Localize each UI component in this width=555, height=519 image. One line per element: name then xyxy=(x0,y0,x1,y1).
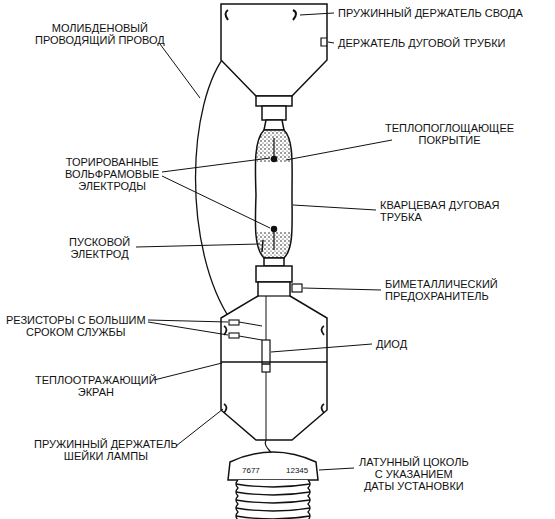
upper-seal xyxy=(262,106,286,120)
leader-line xyxy=(300,13,334,15)
resistor-symbol xyxy=(229,333,239,338)
upper-clamp xyxy=(256,96,292,106)
electrode-tip xyxy=(272,227,277,232)
leader-line xyxy=(160,44,200,98)
leader-line xyxy=(154,363,222,380)
resistor-symbol xyxy=(229,320,239,325)
leader-line xyxy=(319,468,354,470)
upper-neck xyxy=(264,120,284,130)
part-label: БИМЕТАЛЛИЧЕСКИЙ ПРЕДОХРАНИТЕЛЬ xyxy=(385,278,498,302)
part-label: ПРУЖИННЫЙ ДЕРЖАТЕЛЬ ШЕЙКИ ЛАМПЫ xyxy=(34,438,178,462)
leader-line xyxy=(328,42,334,43)
date-code: 7677 xyxy=(241,466,261,475)
heat-reflecting-screen xyxy=(221,361,327,362)
thread-line xyxy=(236,492,310,495)
part-label: МОЛИБДЕНОВЫЙ ПРОВОДЯЩИЙ ПРОВОД xyxy=(35,22,165,46)
quartz-arc-tube xyxy=(255,130,292,258)
leader-line xyxy=(148,320,228,335)
dome-spring-holder xyxy=(226,10,297,20)
lower-housing xyxy=(221,282,327,440)
base-outline xyxy=(236,480,310,519)
leader-lines xyxy=(136,13,392,470)
part-label: ТЕПЛОПОГЛОЩАЮЩЕЕ ПОКРЫТИЕ xyxy=(385,122,514,146)
diode-band xyxy=(262,363,270,365)
part-label: ЛАТУННЫЙ ЦОКОЛЬ С УКАЗАНИЕМ ДАТЫ УСТАНОВ… xyxy=(359,456,469,492)
part-label: ДЕРЖАТЕЛЬ ДУГОВОЙ ТРУБКИ xyxy=(338,37,505,49)
leader-line xyxy=(136,244,260,247)
part-label: ТЕПЛООТРАЖАЮЩИЙ ЭКРАН xyxy=(35,374,157,398)
leader-line xyxy=(293,205,376,210)
electrode-tip xyxy=(272,157,277,162)
starting-electrode xyxy=(262,240,263,252)
bimetal-fuse xyxy=(292,284,302,292)
part-label: ПУСКОВОЙ ЭЛЕКТРОД xyxy=(69,236,130,260)
diode-symbol xyxy=(262,340,270,372)
part-label: РЕЗИСТОРЫ С БОЛЬШИМ СРОКОМ СЛУЖБЫ xyxy=(6,314,146,338)
part-label: ДИОД xyxy=(376,338,407,350)
thread-line xyxy=(236,516,310,519)
brass-base-collar xyxy=(228,452,318,480)
thread-line xyxy=(236,484,310,487)
date-code: 12345 xyxy=(285,466,309,475)
housing-collar xyxy=(258,295,290,296)
conducting-wire xyxy=(196,52,233,322)
heat-absorbing-coating xyxy=(257,130,292,162)
leader-line xyxy=(162,158,270,228)
part-label: КВАРЦЕВАЯ ДУГОВАЯ ТРУБКА xyxy=(380,199,500,223)
leader-line xyxy=(176,409,223,446)
tube-holder-mark xyxy=(321,38,327,46)
thread-line xyxy=(236,508,310,511)
lower-neck xyxy=(264,258,284,266)
screw-thread xyxy=(236,480,310,519)
electrode xyxy=(273,230,274,250)
neck-spring-holder xyxy=(224,326,324,413)
part-label: ПРУЖИННЫЙ ДЕРЖАТЕЛЬ СВОДА xyxy=(338,7,523,19)
thread-line xyxy=(236,500,310,503)
leader-line xyxy=(286,140,392,160)
leader-line xyxy=(303,288,381,290)
top-housing xyxy=(221,4,327,96)
lower-clamp xyxy=(256,266,292,282)
part-label: ТОРИРОВАННЫЕ ВОЛЬФРАМОВЫЕ ЭЛЕКТРОДЫ xyxy=(65,156,159,192)
leader-line xyxy=(271,344,372,352)
electrode xyxy=(273,138,274,158)
